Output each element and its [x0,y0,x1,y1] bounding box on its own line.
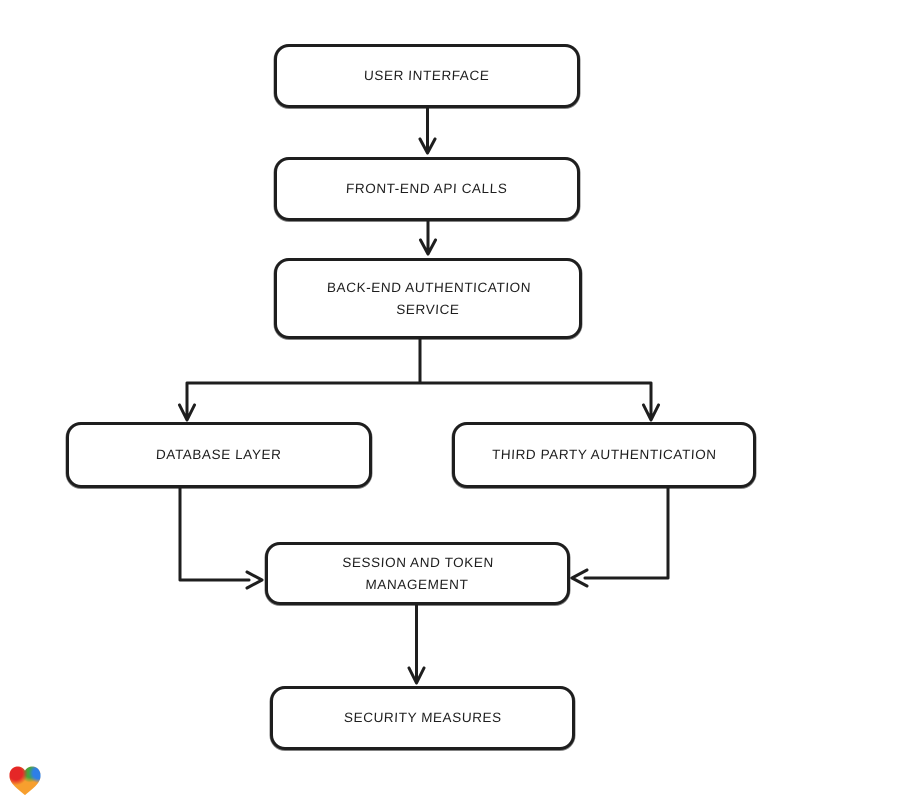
node-database-layer[interactable]: DATABASE LAYER [66,422,372,488]
edge-backend-branch [178,336,660,422]
node-back-end-authentication-service[interactable]: BACK-END AUTHENTICATION SERVICE [274,258,582,339]
node-security-measures-label: SECURITY MEASURES [343,710,502,726]
node-session-and-token-management-label: SESSION AND TOKEN MANAGEMENT [341,554,495,592]
node-third-party-authentication[interactable]: THIRD PARTY AUTHENTICATION [452,422,756,488]
node-back-end-authentication-service-label: BACK-END AUTHENTICATION SERVICE [326,279,532,317]
node-user-interface-label: USER INTERFACE [363,68,491,84]
node-security-measures[interactable]: SECURITY MEASURES [270,686,575,750]
node-database-layer-label: DATABASE LAYER [155,447,283,463]
node-third-party-authentication-label: THIRD PARTY AUTHENTICATION [491,447,717,463]
node-front-end-api-calls[interactable]: FRONT-END API CALLS [274,157,580,221]
edge-frontend-to-backend [419,219,437,256]
edge-session-to-security [407,602,426,685]
node-session-and-token-management[interactable]: SESSION AND TOKEN MANAGEMENT [265,542,570,605]
edge-database-to-session [178,485,264,590]
node-front-end-api-calls-label: FRONT-END API CALLS [345,181,509,197]
node-user-interface[interactable]: USER INTERFACE [274,44,580,108]
edge-thirdparty-to-session [570,485,670,588]
eraser-heart-logo-icon[interactable] [8,762,42,800]
edge-ui-to-frontend [418,105,437,155]
